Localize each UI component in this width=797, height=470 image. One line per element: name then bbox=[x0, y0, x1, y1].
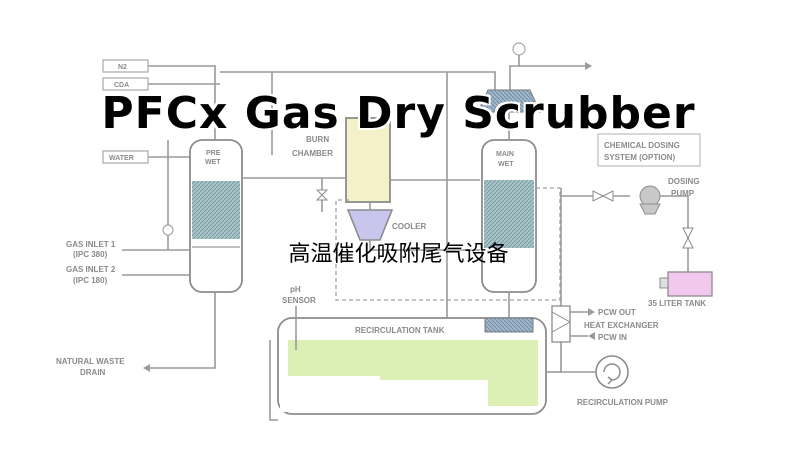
recirculation-pump bbox=[595, 355, 629, 389]
pressure-gauge bbox=[512, 42, 526, 56]
burn-chamber-label-2: CHAMBER bbox=[292, 149, 333, 158]
pcw-out-label: PCW OUT bbox=[598, 308, 636, 317]
tank-valve-icon bbox=[682, 227, 694, 249]
dosing-tank-cap bbox=[659, 277, 669, 289]
heat-exchanger-label: HEAT EXCHANGER bbox=[584, 321, 659, 330]
drain-label-1: NATURAL WASTE bbox=[56, 357, 125, 366]
gas-outlet-line bbox=[509, 65, 585, 90]
burn-chamber-label-1: BURN bbox=[306, 135, 329, 144]
pcw-in-arrow bbox=[588, 332, 595, 340]
tank-left-line bbox=[269, 340, 278, 421]
gas-outlet-arrow bbox=[585, 62, 592, 70]
page-subtitle: 高温催化吸附尾气设备 bbox=[288, 242, 509, 267]
burn-valve-icon bbox=[315, 189, 329, 201]
gas-inlet-2-sub: (IPC 180) bbox=[73, 276, 108, 285]
recirculation-tank-label: RECIRCULATION TANK bbox=[355, 326, 445, 335]
n2-line bbox=[148, 65, 216, 140]
gas-inlet-2-label: GAS INLET 2 bbox=[66, 265, 116, 274]
dosing-pump-label-1: DOSING bbox=[668, 177, 700, 186]
top-header-line bbox=[220, 71, 496, 90]
tank-mask-left bbox=[280, 376, 380, 412]
pcw-out-arrow bbox=[588, 308, 595, 316]
pre-wet-label-2: WET bbox=[205, 159, 221, 166]
tank-demister bbox=[484, 317, 534, 333]
dosing-tank bbox=[667, 271, 713, 297]
water-label: WATER bbox=[109, 155, 134, 162]
heat-exchanger-coil bbox=[551, 311, 572, 333]
pre-wet-packing bbox=[192, 181, 240, 239]
n2-label: N2 bbox=[118, 64, 127, 71]
chemical-dosing-label-2: SYSTEM (OPTION) bbox=[604, 153, 675, 162]
chemical-dosing-label-1: CHEMICAL DOSING bbox=[604, 141, 680, 150]
tank-mask-right bbox=[380, 380, 488, 412]
hx-to-pump-line bbox=[560, 342, 596, 373]
dosing-pump-base bbox=[639, 203, 661, 215]
gas-inlet-1-label: GAS INLET 1 bbox=[66, 240, 116, 249]
dosing-pump-label-2: PUMP bbox=[671, 189, 695, 198]
dosing-return-dashed bbox=[335, 187, 561, 301]
cooler-label: COOLER bbox=[392, 222, 426, 231]
cda-tag bbox=[102, 77, 149, 91]
pump-arrow-icon bbox=[607, 376, 614, 385]
pcw-in-label: PCW IN bbox=[598, 333, 627, 342]
drain-arrow bbox=[143, 364, 150, 372]
water-tag bbox=[102, 150, 149, 164]
cooler-to-main bbox=[369, 240, 480, 251]
main-wet-label-1: MAIN bbox=[496, 151, 514, 158]
liter-tank-label: 35 LITER TANK bbox=[648, 299, 706, 308]
burn-chamber bbox=[345, 117, 391, 203]
demister bbox=[477, 89, 541, 113]
gas-inlet-1-sub: (IPC 380) bbox=[73, 250, 108, 259]
drain-line bbox=[150, 292, 216, 369]
cda-label: CDA bbox=[114, 82, 129, 89]
cooler bbox=[346, 209, 394, 241]
main-wet-label-2: WET bbox=[498, 161, 514, 168]
chemical-dosing-box bbox=[597, 133, 701, 167]
recirculation-pump-label: RECIRCULATION PUMP bbox=[577, 398, 669, 407]
dosing-valve-icon bbox=[592, 190, 614, 202]
n2-tag bbox=[102, 59, 149, 73]
page-title: PFCx Gas Dry Scrubber bbox=[101, 88, 696, 139]
pump-rotation-icon bbox=[603, 363, 621, 381]
pre-wet-label-1: PRE bbox=[206, 150, 221, 157]
inlet-gauge bbox=[162, 224, 174, 236]
ph-sensor-label-2: SENSOR bbox=[282, 296, 316, 305]
dosing-pump-icon bbox=[639, 185, 661, 207]
main-wet-packing bbox=[484, 180, 534, 248]
drain-label-2: DRAIN bbox=[80, 368, 106, 377]
ph-sensor-label-1: pH bbox=[290, 285, 301, 294]
